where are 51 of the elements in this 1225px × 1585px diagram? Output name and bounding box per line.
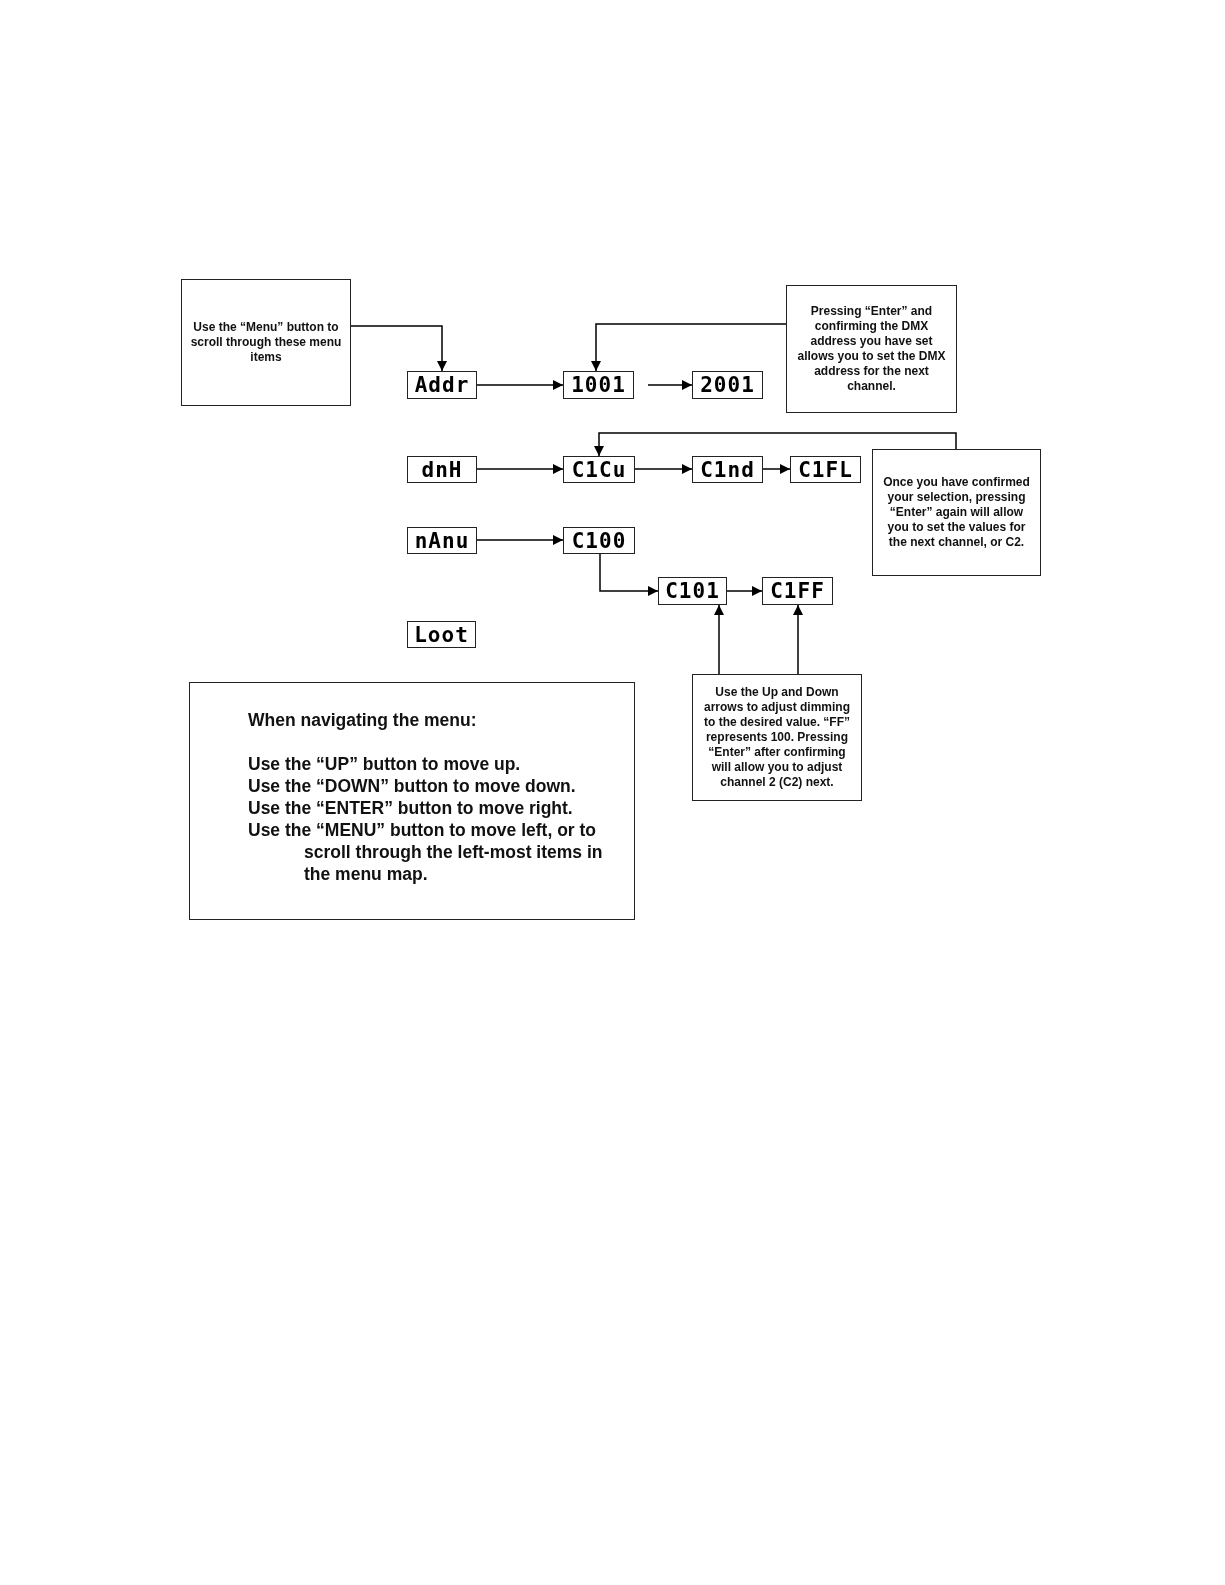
arrow [714,604,724,675]
display-readout: nAnu [414,528,470,553]
arrow [594,432,957,457]
lcd-display-box [407,456,477,483]
arrow [476,380,564,390]
lcd-display-box [407,371,477,399]
display-readout: Loot [414,622,469,647]
arrow [726,586,763,596]
arrow [591,323,787,372]
instruction-text: Use the “UP” button to move up. [248,753,521,775]
arrow [476,464,564,474]
instruction-text: Use the “DOWN” button to move down. [248,775,576,797]
instructions-panel [189,682,635,920]
note-text: Pressing “Enter” and confirming the DMX address you have set allows you to set the DMX address for the next channel. [796,304,947,394]
display-readout: C1nd [700,457,755,482]
display-readout: 1001 [571,373,626,397]
display-readout: 2001 [700,373,755,397]
display-readout: C1Cu [571,457,627,482]
lcd-display-box [563,371,634,399]
arrow [476,535,564,545]
arrow [793,604,803,675]
lcd-display-box [407,527,477,554]
note-box [181,279,351,406]
instruction-text: Use the “ENTER” button to move right. [248,797,573,819]
lcd-display-box [658,577,727,605]
note-text: Use the Up and Down arrows to adjust dimming to the desired value. “FF” represents 100. Pressing “Enter” after confirming will allow you to adjust channel 2 (C2) next. [703,685,851,790]
display-readout: C101 [665,579,720,603]
lcd-display-box [762,577,833,605]
instruction-heading: When navigating the menu: [248,709,477,731]
lcd-display-box [790,456,861,483]
lcd-display-box [563,456,635,483]
instruction-text: Use the “MENU” button to move left, or to scroll through the left-most items in the menu map. [248,819,604,885]
arrow [350,325,447,372]
note-box [786,285,957,413]
display-readout: Addr [414,373,470,397]
display-readout: dnH [421,457,463,482]
arrow [634,464,693,474]
arrow [762,464,791,474]
note-box [692,674,862,801]
arrow [599,553,659,596]
lcd-display-box [692,456,763,483]
lcd-display-box [563,527,635,554]
arrow [647,380,693,390]
display-readout: C100 [571,528,627,553]
note-text: Once you have confirmed your selection, pressing “Enter” again will allow you to set the values for the next channel, or C2. [882,475,1031,550]
note-box [872,449,1041,576]
note-text: Use the “Menu” button to scroll through these menu items [189,320,343,365]
display-readout: C1FL [798,457,853,482]
lcd-display-box [692,371,763,399]
lcd-display-box [407,621,476,648]
display-readout: C1FF [770,579,825,603]
